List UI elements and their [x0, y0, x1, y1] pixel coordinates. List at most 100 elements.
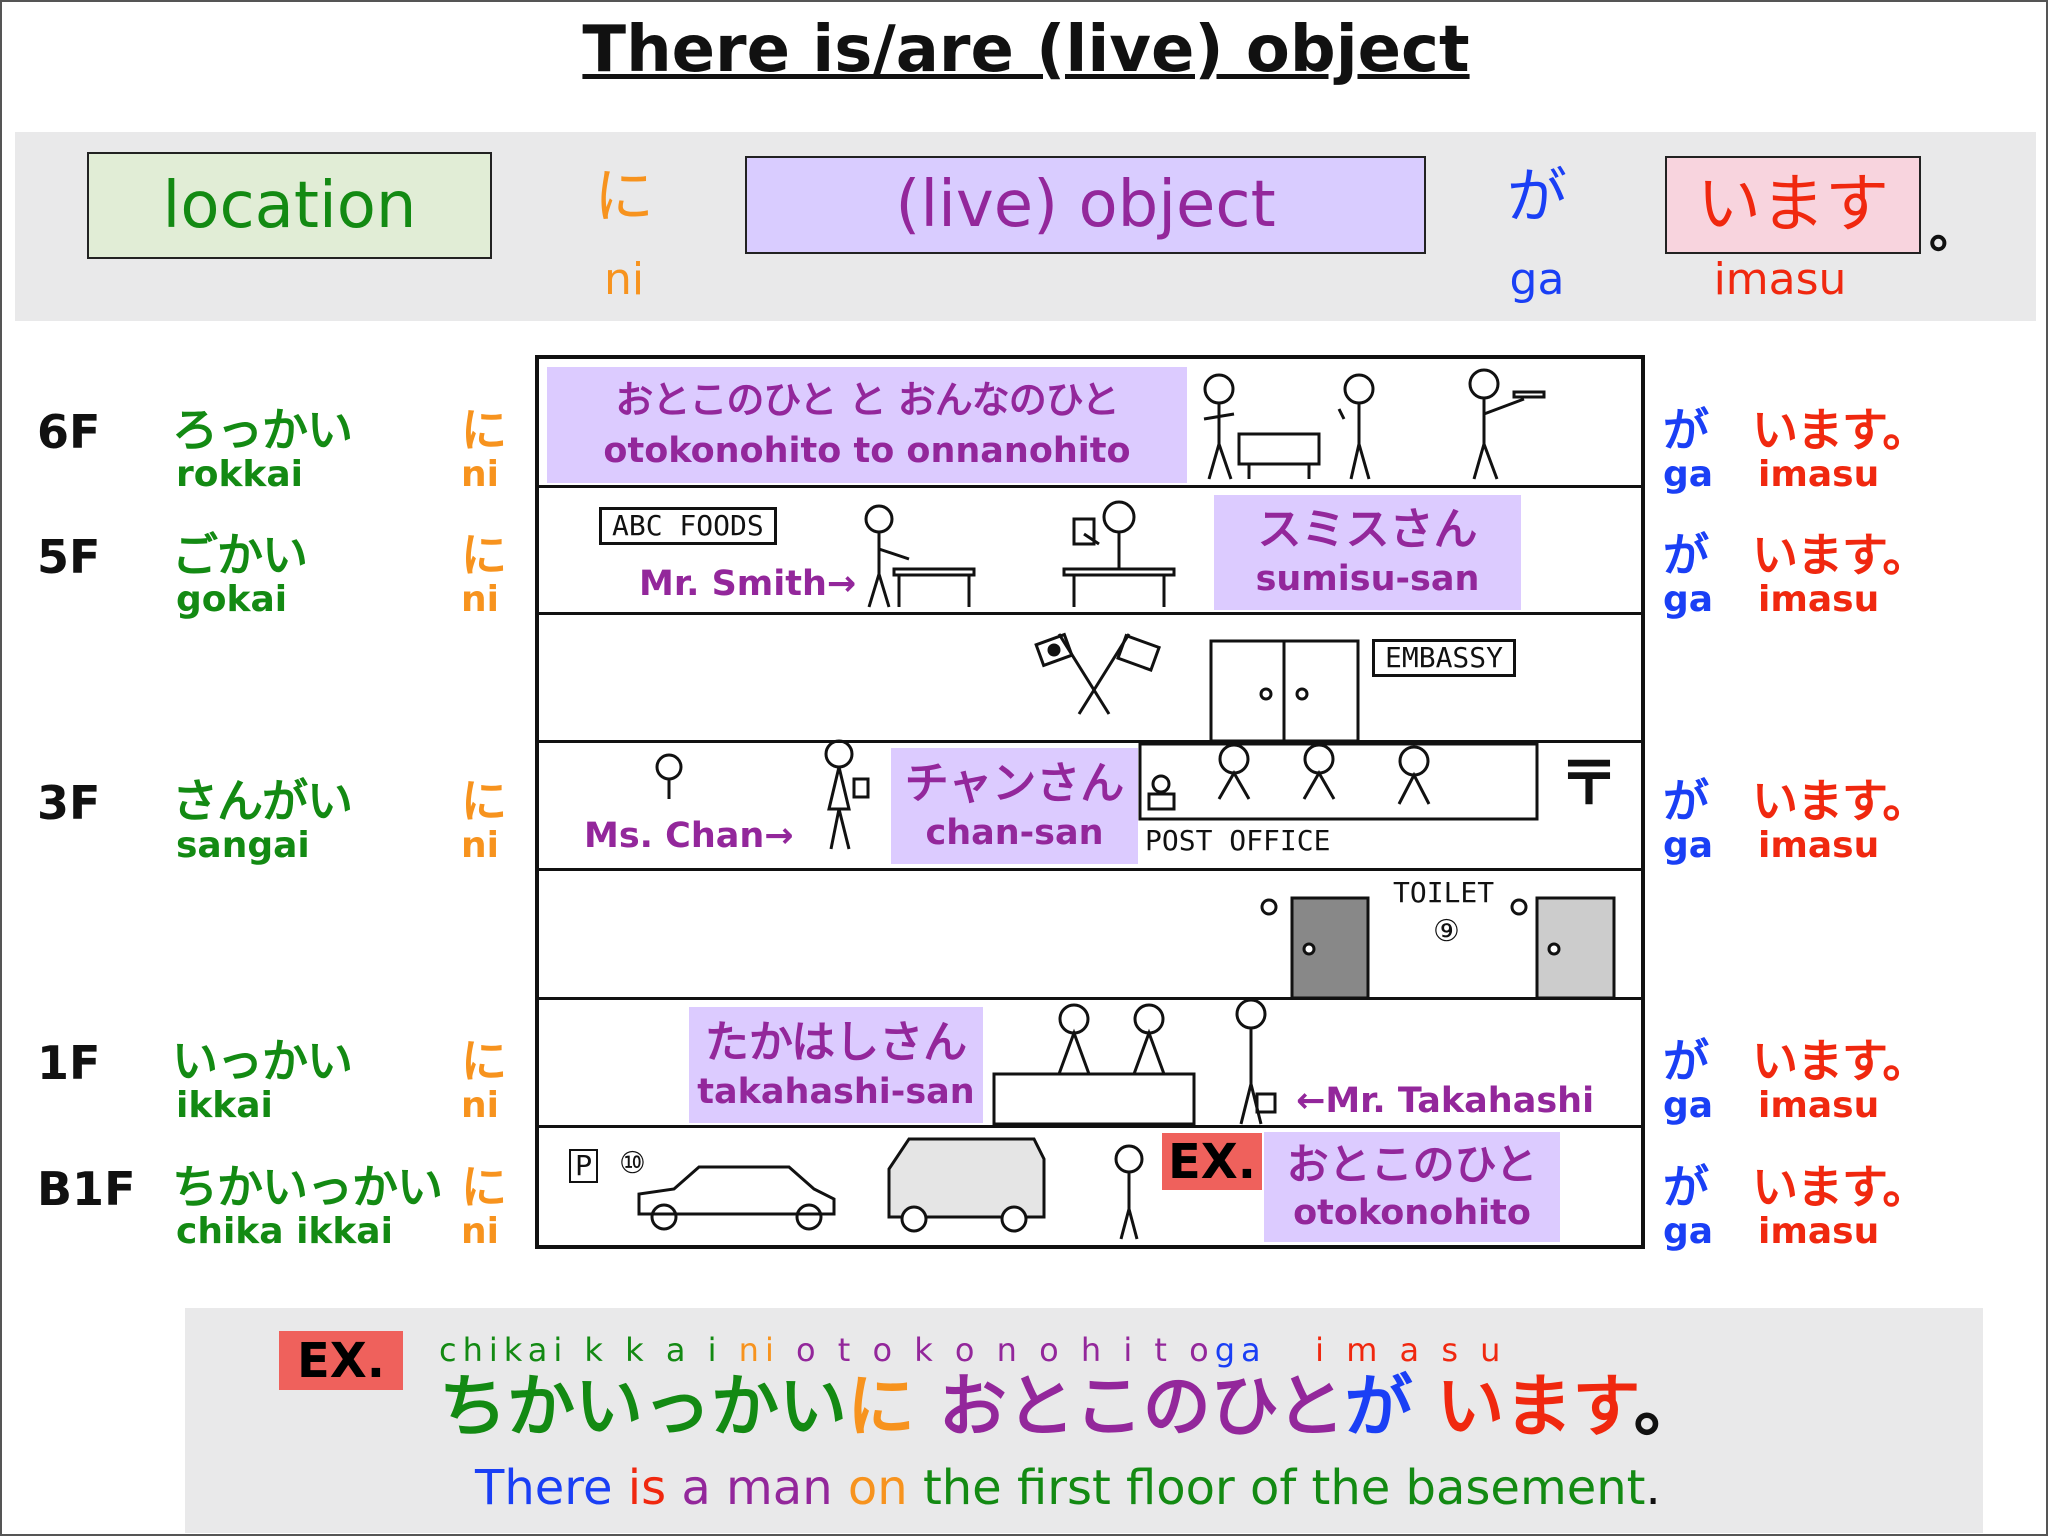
floor6-romaji: otokonohito to onnanohito [603, 430, 1131, 471]
object-box: (live) object [745, 156, 1426, 254]
abc-foods-sign: ABC FOODS [599, 507, 777, 545]
floor-romaji: chika ikkai [176, 1211, 393, 1252]
person-icon [655, 753, 683, 799]
building-illustration: おとこのひと と おんなのひと otokonohito to onnanohit… [535, 355, 1645, 1249]
ni-particle: に [461, 403, 507, 457]
ms-chan-pointer: Ms. Chan→ [584, 816, 794, 856]
floor-romaji: ikkai [176, 1085, 273, 1126]
customer-person-icon [1397, 745, 1431, 805]
example-panel [185, 1308, 1983, 1533]
car-icon [637, 1165, 836, 1231]
clerk-person-icon [1217, 743, 1251, 800]
desk-icon [1062, 567, 1176, 607]
example-segment: . [1645, 1460, 1661, 1516]
imasu-romaji: imasu [1758, 454, 1880, 495]
ni-particle: に [461, 1034, 507, 1088]
receptionist-person-icon [1132, 1003, 1166, 1075]
imasu-romaji: imasu [1758, 1211, 1880, 1252]
ni-romaji: ni [461, 454, 499, 495]
ni-romaji: ni [461, 825, 499, 866]
example-segment: the first floor of the basement [922, 1460, 1646, 1516]
example-segment: i m a s u [1266, 1331, 1507, 1369]
parking-number: ⑩ [619, 1146, 646, 1181]
floor-kana: いっかい [172, 1034, 353, 1088]
floor-label: 3F [37, 776, 101, 830]
floor-kana: さんがい [172, 774, 353, 828]
ga-romaji: ga [1663, 579, 1714, 620]
imasu-verb: います。 [1752, 1160, 1928, 1214]
ni-romaji: ni [461, 1085, 499, 1126]
imasu-verb: います。 [1752, 528, 1928, 582]
imasu-verb: います。 [1752, 1034, 1928, 1088]
floor-label: B1F [37, 1162, 136, 1216]
post-office-counter [1138, 742, 1539, 821]
postmark-icon: 〒 [1559, 749, 1619, 819]
ni-romaji: ni [461, 1211, 499, 1252]
imasu-box: います [1665, 156, 1921, 254]
floor5-kana: スミスさん [1257, 504, 1478, 556]
floor5-romaji: sumisu-san [1255, 559, 1480, 600]
imasu-romaji: imasu [1758, 579, 1880, 620]
ni-particle: に [461, 528, 507, 582]
parking-sign: P [569, 1149, 598, 1183]
example-badge: EX. [279, 1331, 403, 1390]
example-segment: が [1344, 1368, 1413, 1447]
example-segment: a man [681, 1460, 848, 1516]
example-segment: o t o k o n o h i t o [796, 1331, 1215, 1369]
example-english: There is a man on the first floor of the… [475, 1464, 1661, 1512]
imasu-verb: います。 [1752, 774, 1928, 828]
ni-romaji: ni [603, 254, 645, 305]
b1-kana: おとこのひと [1286, 1139, 1538, 1189]
period: 。 [1929, 203, 1978, 259]
floor5-label: スミスさん sumisu-san [1214, 495, 1521, 610]
building-drawings [637, 368, 1616, 1240]
floor-kana: ろっかい [172, 403, 353, 457]
van-icon [887, 1137, 1046, 1233]
ni-particle: に [461, 774, 507, 828]
ga-particle: が [1663, 403, 1709, 457]
restaurant-table-icon [1237, 432, 1321, 479]
example-segment: 。 [1633, 1368, 1702, 1447]
ga-particle: が [1663, 774, 1709, 828]
b1-label: おとこのひと otokonohito [1264, 1132, 1560, 1242]
ga-particle: が [1663, 1160, 1709, 1214]
woman-sign-icon [1510, 898, 1528, 916]
toilet-sign: TOILET [1393, 876, 1495, 909]
floor1-romaji: takahashi-san [697, 1071, 975, 1112]
floor-romaji: rokkai [176, 454, 304, 495]
toilet-number: ⑨ [1433, 914, 1460, 949]
example-segment: おとこのひと [915, 1368, 1345, 1447]
floor-kana: ごかい [172, 528, 308, 582]
floor3-label: チャンさん chan-san [891, 748, 1138, 864]
ni-particle: に [461, 1160, 507, 1214]
floor-romaji: gokai [176, 579, 288, 620]
ga-romaji: ga [1663, 1211, 1714, 1252]
floor-label: 5F [37, 530, 101, 584]
mr-takahashi-pointer: ←Mr. Takahashi [1296, 1081, 1595, 1121]
woman-person-icon [1337, 373, 1375, 480]
imasu-romaji: imasu [1758, 1085, 1880, 1126]
example-segment: chikai k k a i [439, 1331, 739, 1369]
ms-chan-person-icon [824, 739, 870, 850]
embassy-sign: EMBASSY [1372, 639, 1517, 677]
page-title: There is/are (live) object [582, 13, 1470, 87]
ni-kana: に [594, 162, 654, 232]
example-segment: on [847, 1460, 923, 1516]
example-segment: ちかいっかい [439, 1368, 848, 1447]
floor6-label: おとこのひと と おんなのひと otokonohito to onnanohit… [547, 367, 1187, 483]
man-sign-icon [1260, 898, 1278, 916]
waiter-person-icon [1468, 368, 1546, 480]
flags-icon [1034, 632, 1162, 715]
ga-particle: が [1663, 1034, 1709, 1088]
floor-kana: ちかいっかい [172, 1160, 443, 1214]
floor6-kana: おとこのひと と おんなのひと [615, 377, 1119, 422]
scale-icon [1147, 774, 1176, 811]
example-segment: There [475, 1460, 628, 1516]
floor1-label: たかはしさん takahashi-san [689, 1007, 983, 1123]
mr-smith-person-icon [864, 504, 910, 608]
imasu-romaji: imasu [1758, 825, 1880, 866]
floor-romaji: sangai [176, 825, 310, 866]
example-kana: ちかいっかいに おとこのひとが います。 [439, 1374, 1702, 1442]
office-worker-person-icon [1072, 500, 1136, 569]
example-segment: に [847, 1368, 916, 1447]
